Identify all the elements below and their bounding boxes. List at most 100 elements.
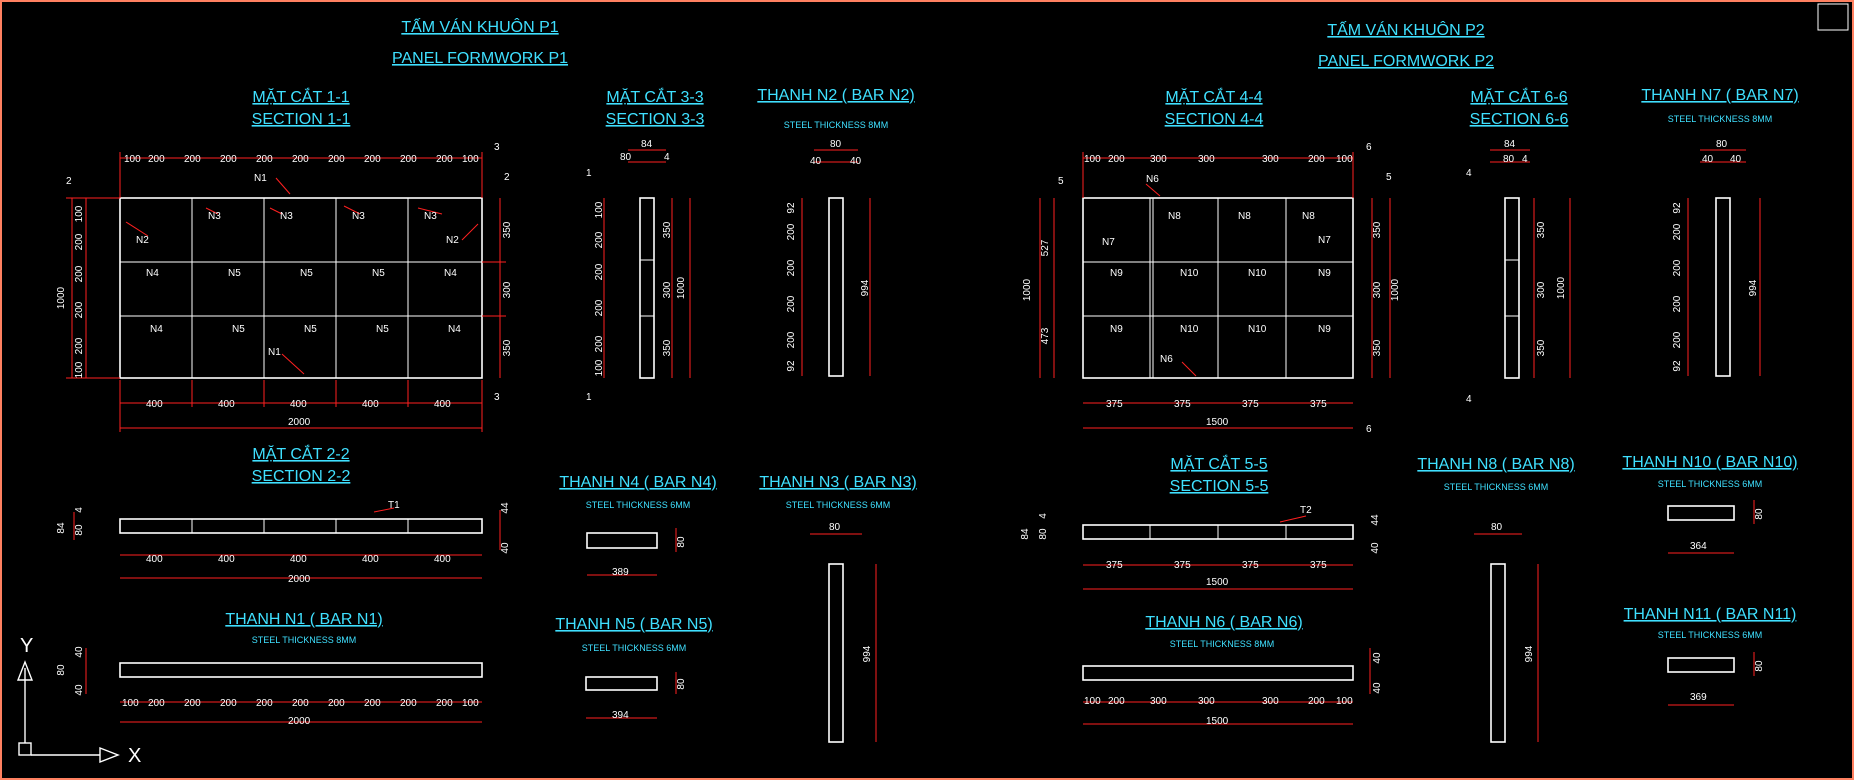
s66-dim-300: 300	[1536, 281, 1547, 298]
s55-label-t2: T2	[1300, 505, 1312, 516]
n8-title: THANH N8 ( BAR N8)	[1417, 456, 1574, 473]
n7-title: THANH N7 ( BAR N7)	[1641, 87, 1798, 104]
n1-dim-40b: 40	[74, 684, 85, 696]
bar-n10-drawing: 364 80	[1667, 500, 1765, 554]
n6-dim-200b: 200	[1308, 696, 1325, 707]
n6-dim-40a: 40	[1372, 652, 1383, 664]
marker-3-bottom: 3	[494, 392, 500, 403]
s11-label-n3-3: N3	[352, 211, 365, 222]
s11-label-n2-left: N2	[136, 235, 149, 246]
s11-title-a: MẶT CẮT 1-1	[252, 87, 349, 106]
s66-title-a: MẶT CẮT 6-6	[1470, 87, 1567, 106]
s55-dim-44: 44	[1370, 514, 1381, 526]
s22-dim-80: 80	[74, 524, 85, 536]
n7-dim-200b: 200	[1672, 259, 1683, 276]
s11-label-n1-top: N1	[254, 173, 267, 184]
n1-subtitle: STEEL THICKNESS 8MM	[252, 635, 357, 645]
viewport-corner-box[interactable]	[1817, 3, 1849, 31]
n7-dim-994: 994	[1748, 279, 1759, 296]
n6-title: THANH N6 ( BAR N6)	[1145, 614, 1302, 631]
s33-dim-4: 4	[664, 152, 670, 163]
s11-label-n5-3: N5	[372, 268, 385, 279]
s22-dim-400d: 400	[362, 554, 379, 565]
s66-title-b: SECTION 6-6	[1470, 111, 1569, 128]
n6-dim-100a: 100	[1084, 696, 1101, 707]
s33-dim-200a: 200	[594, 231, 605, 248]
p1-title-en: PANEL FORMWORK P1	[392, 50, 568, 67]
s33-title-b: SECTION 3-3	[606, 111, 705, 128]
n11-title: THANH N11 ( BAR N11)	[1624, 606, 1797, 623]
s44-label-n10-3: N10	[1180, 324, 1199, 335]
n1-dim-200i: 200	[436, 698, 453, 709]
n2-dim-200b: 200	[786, 259, 797, 276]
marker-3-top: 3	[494, 142, 500, 153]
s22-dim-40: 40	[500, 542, 511, 554]
marker-6-top: 6	[1366, 142, 1372, 153]
bar-n4-drawing: 389 80	[586, 528, 687, 578]
s55-dim-375d: 375	[1310, 560, 1327, 571]
n1-dim-80: 80	[56, 664, 67, 676]
n11-subtitle: STEEL THICKNESS 6MM	[1658, 630, 1763, 640]
s11-label-n2-right: N2	[446, 235, 459, 246]
s11-dim-left-100b: 100	[74, 361, 85, 378]
s11-label-n3-4: N3	[424, 211, 437, 222]
s44-dim-375d: 375	[1310, 399, 1327, 410]
s44-label-n7-l: N7	[1102, 237, 1115, 248]
n5-subtitle: STEEL THICKNESS 6MM	[582, 643, 687, 653]
n5-dim-394: 394	[612, 710, 629, 721]
s55-title-b: SECTION 5-5	[1170, 478, 1269, 495]
s11-dim-right-350b: 350	[502, 339, 513, 356]
s66-dim-80: 80	[1503, 154, 1515, 165]
n11-dim-80: 80	[1754, 660, 1765, 672]
n7-dim-80: 80	[1716, 139, 1728, 150]
s33-dim-80: 80	[620, 152, 632, 163]
ucs-y-label: Y	[20, 635, 33, 657]
n1-dim-200c: 200	[220, 698, 237, 709]
section-5-5-drawing: T2 375 375 375 375 1500 84 4 80 44 40	[1020, 505, 1381, 590]
s44-dim-200b: 200	[1308, 154, 1325, 165]
section-3-3-drawing: 84 80 4 1000 100 200 200 200 200 100 350…	[586, 139, 691, 403]
s22-title-a: MẶT CẮT 2-2	[252, 444, 349, 463]
n6-dim-300a: 300	[1150, 696, 1167, 707]
s33-dim-100a: 100	[594, 201, 605, 218]
n2-dim-200d: 200	[786, 331, 797, 348]
s44-label-n6-top: N6	[1146, 174, 1159, 185]
n10-dim-364: 364	[1690, 541, 1707, 552]
s44-label-n9-4: N9	[1318, 324, 1331, 335]
s55-dim-4: 4	[1038, 513, 1049, 519]
n2-dim-40b: 40	[850, 156, 862, 167]
s11-label-n4-2: N4	[444, 268, 457, 279]
marker-1-bottom: 1	[586, 392, 592, 403]
s44-label-n10-4: N10	[1248, 324, 1267, 335]
s55-dim-375a: 375	[1106, 560, 1123, 571]
s33-dim-350a: 350	[662, 221, 673, 238]
s44-dim-527: 527	[1040, 239, 1051, 256]
s11-label-n4-4: N4	[448, 324, 461, 335]
s44-label-n8-3: N8	[1302, 211, 1315, 222]
n1-dim-100b: 100	[462, 698, 479, 709]
n2-dim-92a: 92	[786, 202, 797, 214]
s11-dim-200e: 200	[292, 154, 309, 165]
s55-dim-1500: 1500	[1206, 577, 1229, 588]
n10-dim-80: 80	[1754, 508, 1765, 520]
s11-label-n5-4: N5	[232, 324, 245, 335]
s44-dim-1500: 1500	[1206, 417, 1229, 428]
s22-dim-400c: 400	[290, 554, 307, 565]
s22-label-t1: T1	[388, 500, 400, 511]
n2-dim-92b: 92	[786, 360, 797, 372]
s44-dim-375b: 375	[1174, 399, 1191, 410]
n4-dim-80: 80	[676, 536, 687, 548]
marker-2-right: 2	[504, 172, 510, 183]
s11-dim-400b: 400	[218, 399, 235, 410]
n6-dim-200a: 200	[1108, 696, 1125, 707]
p2-title-vi: TẤM VÁN KHUÔN P2	[1327, 20, 1484, 39]
n4-dim-389: 389	[612, 567, 629, 578]
s55-dim-375c: 375	[1242, 560, 1259, 571]
s44-label-n7-r: N7	[1318, 235, 1331, 246]
s33-dim-84: 84	[641, 139, 653, 150]
s11-dim-100b: 100	[462, 154, 479, 165]
n1-dim-100a: 100	[122, 698, 139, 709]
s22-dim-2000: 2000	[288, 574, 311, 585]
s11-label-n4-3: N4	[150, 324, 163, 335]
